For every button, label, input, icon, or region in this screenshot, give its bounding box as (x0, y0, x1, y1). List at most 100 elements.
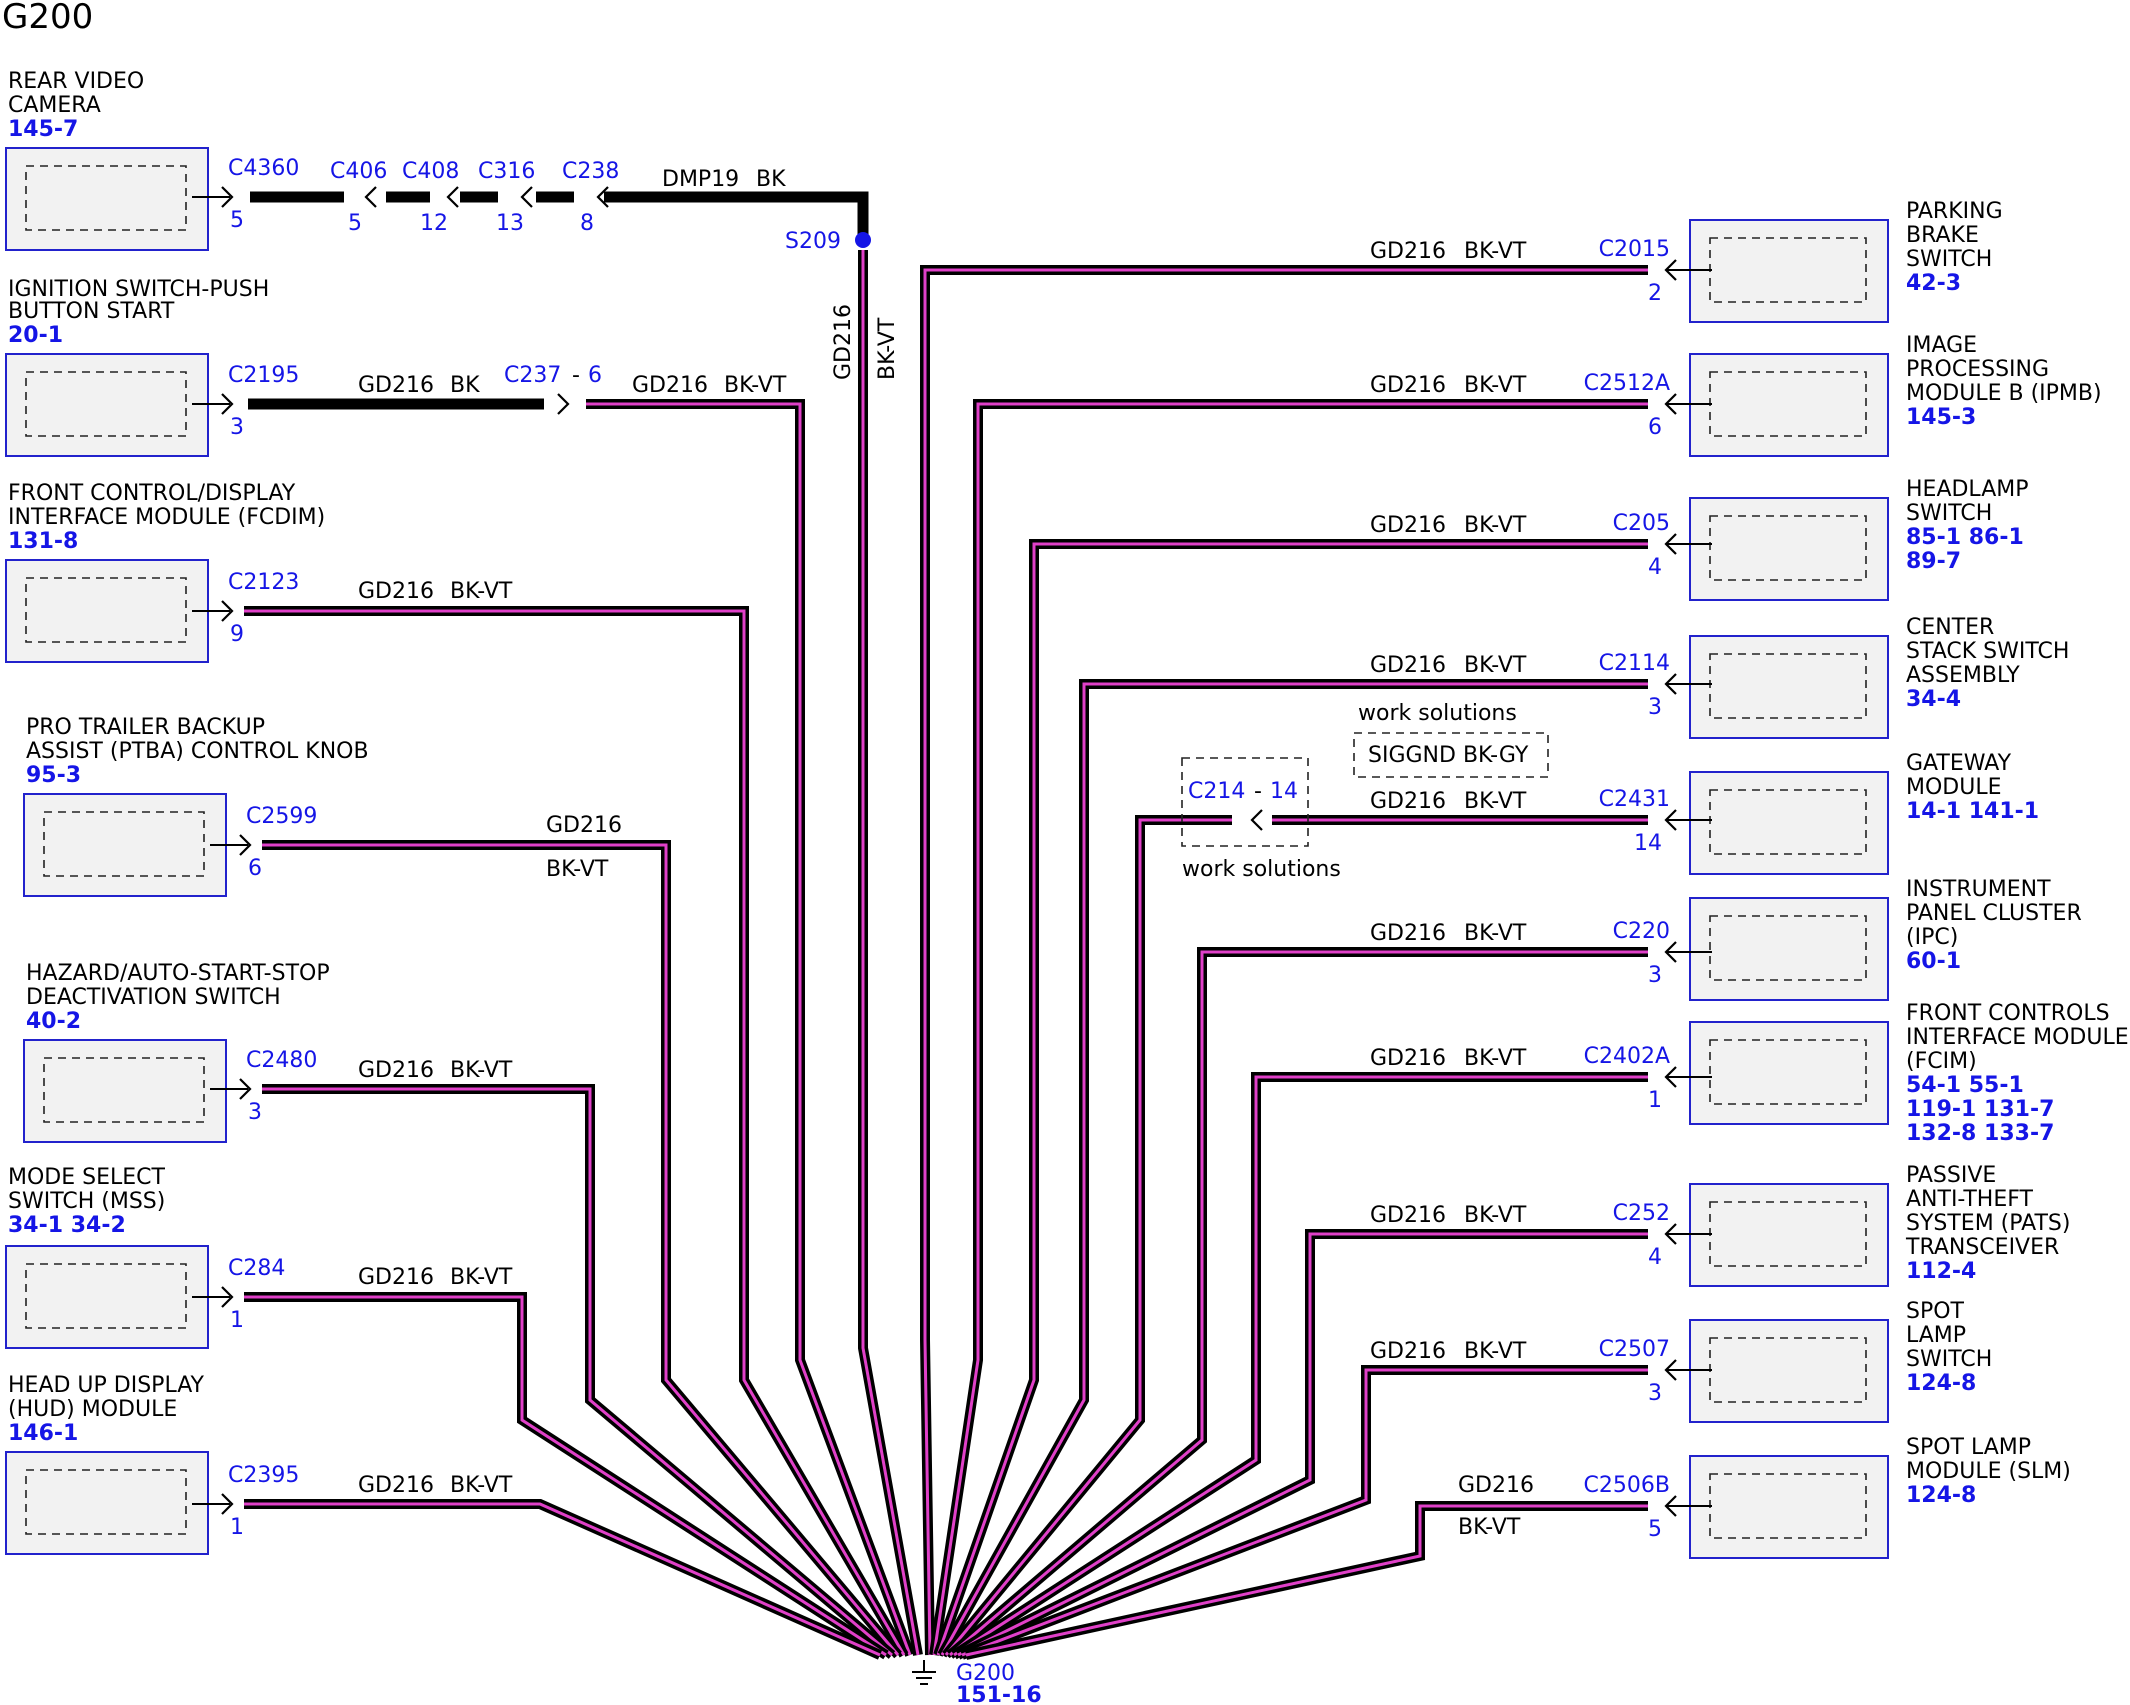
left-3-box[interactable] (23, 793, 227, 897)
splice-s209-dot[interactable] (855, 232, 871, 248)
splice-name: S209 (785, 229, 841, 254)
right-4-wire-b-core (944, 818, 1232, 1656)
left-0-box[interactable] (5, 147, 209, 251)
right-8-pin: 3 (1648, 1381, 1662, 1406)
right-1-ref-1[interactable]: 145-3 (1906, 405, 1976, 430)
left-4-ref[interactable]: 40-2 (26, 1009, 81, 1034)
left-5-arrow-icon (221, 1286, 234, 1308)
left-2-ref[interactable]: 131-8 (8, 529, 78, 554)
right-9-box[interactable] (1689, 1455, 1889, 1559)
right-5-box[interactable] (1689, 897, 1889, 1001)
left-4-connector[interactable]: C2480 (246, 1048, 317, 1073)
right-2-ref-1[interactable]: 85-1 86-1 (1906, 525, 2024, 550)
camera-inline-2-arrow-icon (520, 186, 533, 208)
right-8-connector[interactable]: C2507 (1599, 1337, 1670, 1362)
right-7-box[interactable] (1689, 1183, 1889, 1287)
right-5-wire-core (949, 950, 1648, 1657)
right-3-box[interactable] (1689, 635, 1889, 739)
right-0-box[interactable] (1689, 219, 1889, 323)
siggnd-box (1353, 732, 1549, 778)
right-4-box[interactable] (1689, 771, 1889, 875)
left-4-box[interactable] (23, 1039, 227, 1143)
right-4-connector[interactable]: C2431 (1599, 787, 1670, 812)
right-0-connector[interactable]: C2015 (1599, 237, 1670, 262)
right-4-wire-color: BK-VT (1464, 789, 1527, 814)
left-1-inline-connector[interactable]: C237 (504, 363, 561, 388)
right-1-arrow-icon (1664, 393, 1677, 415)
left-1-ref[interactable]: 20-1 (8, 323, 63, 348)
left-2-wire-color: BK-VT (450, 579, 513, 604)
right-8-wire-color: BK-VT (1464, 1339, 1527, 1364)
right-3-inner (1709, 653, 1867, 719)
left-4-pin: 3 (248, 1100, 262, 1125)
left-5-wire-color: BK-VT (450, 1265, 513, 1290)
left-5-wire-core (244, 1295, 887, 1657)
left-2-arrow-icon (221, 600, 234, 622)
right-1-wire-color: BK-VT (1464, 373, 1527, 398)
right-5-ref-1[interactable]: 60-1 (1906, 949, 1961, 974)
right-3-connector[interactable]: C2114 (1599, 651, 1670, 676)
left-5-name-line2: SWITCH (MSS) (8, 1189, 165, 1214)
left-2-wire-core (244, 609, 906, 1656)
right-0-ref-1[interactable]: 42-3 (1906, 271, 1961, 296)
left-6-wire-label: GD216 (358, 1473, 434, 1498)
right-1-connector[interactable]: C2512A (1584, 371, 1670, 396)
right-6-connector[interactable]: C2402A (1584, 1044, 1670, 1069)
left-2-box[interactable] (5, 559, 209, 663)
camera-inline-3-connector[interactable]: C238 (562, 159, 619, 184)
left-6-connector[interactable]: C2395 (228, 1463, 299, 1488)
left-6-ref[interactable]: 146-1 (8, 1421, 78, 1446)
left-5-box[interactable] (5, 1245, 209, 1349)
left-3-ref[interactable]: 95-3 (26, 763, 81, 788)
right-8-ref-1[interactable]: 124-8 (1906, 1371, 1976, 1396)
left-6-box[interactable] (5, 1451, 209, 1555)
right-7-connector[interactable]: C252 (1613, 1201, 1670, 1226)
right-9-connector[interactable]: C2506B (1584, 1473, 1670, 1498)
left-5-connector[interactable]: C284 (228, 1256, 285, 1281)
right-5-connector[interactable]: C220 (1613, 919, 1670, 944)
left-3-connector[interactable]: C2599 (246, 804, 317, 829)
right-9-ref-1[interactable]: 124-8 (1906, 1483, 1976, 1508)
right-4-ref-1[interactable]: 14-1 141-1 (1906, 799, 2039, 824)
right-4-inline-connector[interactable]: C214 (1188, 779, 1245, 804)
right-1-box[interactable] (1689, 353, 1889, 457)
right-2-inner (1709, 515, 1867, 581)
camera-inline-1-connector[interactable]: C408 (402, 159, 459, 184)
right-6-ref-1[interactable]: 54-1 55-1 (1906, 1073, 2024, 1098)
right-7-name-line1: PASSIVE (1906, 1163, 1996, 1188)
left-5-wire-edge (244, 1292, 889, 1660)
right-3-ref-1[interactable]: 34-4 (1906, 687, 1961, 712)
camera-inline-0-connector[interactable]: C406 (330, 159, 387, 184)
left-1-box[interactable] (5, 353, 209, 457)
left-1-connector[interactable]: C2195 (228, 363, 299, 388)
right-6-ref-2[interactable]: 119-1 131-7 (1906, 1097, 2054, 1122)
right-3-arrow-icon (1664, 673, 1677, 695)
left-0-ref[interactable]: 145-7 (8, 117, 78, 142)
right-4-name-line2: MODULE (1906, 775, 2002, 800)
right-8-box[interactable] (1689, 1319, 1889, 1423)
ground-ref[interactable]: 151-16 (956, 1683, 1042, 1705)
left-2-connector[interactable]: C2123 (228, 570, 299, 595)
right-2-ref-2[interactable]: 89-7 (1906, 549, 1961, 574)
right-3-name-line3: ASSEMBLY (1906, 663, 2020, 688)
right-5-wire-label: GD216 (1370, 921, 1446, 946)
left-2-wire-label: GD216 (358, 579, 434, 604)
camera-inline-2-connector[interactable]: C316 (478, 159, 535, 184)
left-1-wire-core (586, 402, 912, 1656)
right-0-name-line1: PARKING (1906, 199, 2003, 224)
right-6-box[interactable] (1689, 1021, 1889, 1125)
right-2-box[interactable] (1689, 497, 1889, 601)
right-2-connector[interactable]: C205 (1613, 511, 1670, 536)
left-0-connector[interactable]: C4360 (228, 156, 299, 181)
left-5-ref[interactable]: 34-1 34-2 (8, 1213, 126, 1238)
left-0-arrow-icon (221, 186, 234, 208)
right-1-wire-label: GD216 (1370, 373, 1446, 398)
splice-wire-edge (858, 250, 923, 1656)
right-1-name-line2: PROCESSING (1906, 357, 2049, 382)
right-6-ref-3[interactable]: 132-8 133-7 (1906, 1121, 2054, 1146)
left-5-name-line1: MODE SELECT (8, 1165, 166, 1190)
right-7-ref-1[interactable]: 112-4 (1906, 1259, 1976, 1284)
left-3-arrow-icon (239, 834, 252, 856)
left-3-pin: 6 (248, 856, 262, 881)
